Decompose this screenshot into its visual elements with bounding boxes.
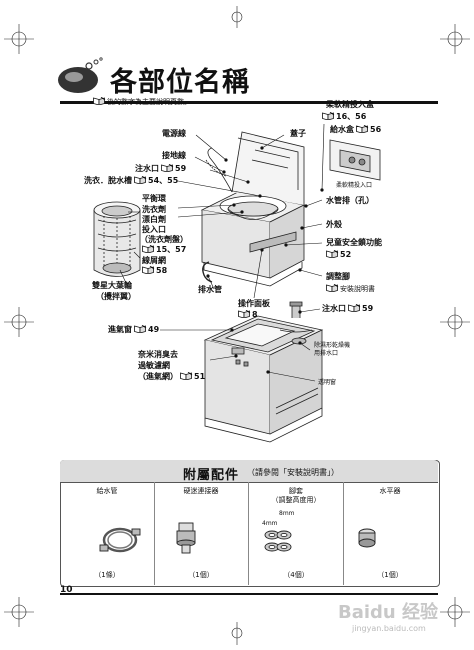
label-leveling-foot: 調整腳 (326, 272, 350, 281)
ref-water-inlet-2-page: 59 (362, 304, 374, 313)
ref-water-inlet-page: 59 (175, 164, 187, 173)
label-softener-inlet: 柔軟精投入口 (336, 182, 373, 189)
label-bleach: 漂白劑 (142, 215, 166, 224)
book-icon (326, 284, 339, 292)
footer-divider (60, 593, 438, 595)
ref-panel: 8 (238, 310, 258, 320)
label-nano-3: （進氣網） 51 (138, 372, 205, 382)
column-divider (343, 482, 344, 585)
watermark-url: jingyan.baidu.com (352, 624, 426, 633)
label-vent: 進氣窗 49 (108, 325, 159, 335)
label-power-cord: 電源線 (162, 129, 186, 138)
ref-child-lock-page: 52 (340, 250, 352, 259)
label-nano-2: 過敏濾網 (138, 361, 170, 370)
label-drain-hole: 水管排（孔） (326, 196, 374, 205)
ref-nano-page: 51 (194, 372, 206, 381)
ref-lint: 58 (142, 266, 167, 276)
feet-size-8mm: 8mm (279, 510, 295, 517)
label-softener-box: 柔軟精投入盒 (326, 100, 374, 109)
book-icon (322, 112, 335, 120)
accessory-qty: （1條） (94, 571, 120, 579)
label-dry-inlet: 除濕形乾燥機 (314, 342, 351, 349)
ref-install: 安裝說明書 (326, 284, 375, 294)
label-water-box: 給水盒 56 (330, 125, 381, 135)
ref-vent-page: 49 (148, 325, 160, 334)
reference-note: 後的數字為主要說明頁數。 (93, 97, 191, 107)
label-lid: 蓋子 (290, 129, 306, 138)
label-tub-text: 洗衣．脫水槽 (84, 176, 132, 185)
label-drain-hose: 排水管 (198, 285, 222, 294)
ref-install-text: 安裝說明書 (340, 285, 375, 293)
accessory-name: 給水管 (96, 487, 118, 495)
accessory-qty: （1個） (188, 571, 214, 579)
ref-detergent-pages: 15、57 (156, 245, 187, 254)
book-icon (326, 250, 339, 258)
accessory-name: 腳套 (289, 487, 303, 495)
label-nano-3-text: （進氣網） (138, 372, 178, 381)
label-pulsator-sub: （攪拌翼） (96, 292, 136, 301)
ref-panel-page: 8 (252, 310, 258, 319)
label-ground-wire: 接地線 (162, 151, 186, 160)
label-detergent-box: （洗衣劑盤） (140, 235, 188, 244)
ref-softener-pages: 16、56 (336, 112, 367, 121)
watermark-logo: Baidu 经验 (338, 602, 439, 623)
washer-illustrations (93, 123, 381, 443)
label-lint-filter: 線屑網 (142, 256, 166, 265)
accessories-title: 附屬配件 (183, 468, 240, 483)
book-icon (134, 325, 147, 333)
label-water-box-text: 給水盒 (330, 125, 354, 134)
label-water-inlet-2: 注水口 59 (322, 304, 373, 314)
feet-size-4mm: 4mm (262, 520, 278, 527)
ref-child-lock: 52 (326, 250, 351, 260)
column-divider (154, 482, 155, 585)
title-logo-icon (58, 57, 103, 93)
book-icon (142, 245, 155, 253)
label-dry-inlet-2: 用排水口 (314, 350, 339, 357)
book-icon (134, 176, 147, 184)
page-number: 10 (60, 585, 73, 595)
label-water-inlet-text: 注水口 (135, 164, 159, 173)
accessory-qty: （4個） (283, 571, 309, 579)
label-pulsator: 雙星大葉輪 (92, 281, 132, 290)
label-water-inlet-2-text: 注水口 (322, 304, 346, 313)
label-window: 透明窗 (318, 379, 337, 386)
book-icon (142, 266, 155, 274)
accessories-header (60, 460, 438, 483)
accessory-name: 水平器 (379, 487, 401, 495)
label-detergent: 洗衣劑 (142, 205, 166, 214)
book-icon (180, 372, 193, 380)
accessory-sub: （調整高度用） (271, 496, 321, 504)
accessory-name: 硬迷連接器 (183, 487, 219, 495)
label-nano: 奈米消臭去 (138, 350, 178, 359)
label-vent-text: 進氣窗 (108, 325, 132, 334)
reference-note-text: 後的數字為主要說明頁數。 (107, 98, 191, 106)
ref-softener: 16、56 (322, 112, 366, 122)
book-icon (356, 125, 369, 133)
label-child-lock: 兒童安全鎖功能 (326, 238, 382, 247)
ref-water-box-page: 56 (370, 125, 382, 134)
accessory-drawings (99, 522, 376, 554)
accessory-qty: （1個） (377, 571, 403, 579)
label-panel: 操作面板 (238, 299, 270, 308)
label-shell: 外殼 (326, 220, 342, 229)
page-title: 各部位名稱 (110, 67, 250, 98)
book-icon (238, 310, 251, 318)
book-icon (161, 164, 174, 172)
label-balance-ring: 平衡環 (142, 194, 166, 203)
book-icon (348, 304, 361, 312)
ref-detergent: 15、57 (142, 245, 186, 255)
ref-tub-pages: 54、55 (148, 176, 179, 185)
title-divider (60, 101, 438, 104)
column-divider (248, 482, 249, 585)
accessories-note: （請參閱「安裝說明書」） (247, 468, 339, 477)
label-water-inlet: 注水口 59 (135, 164, 186, 174)
label-tub: 洗衣．脫水槽 54、55 (84, 176, 178, 186)
ref-lint-page: 58 (156, 266, 168, 275)
label-inlet: 投入口 (142, 225, 166, 234)
